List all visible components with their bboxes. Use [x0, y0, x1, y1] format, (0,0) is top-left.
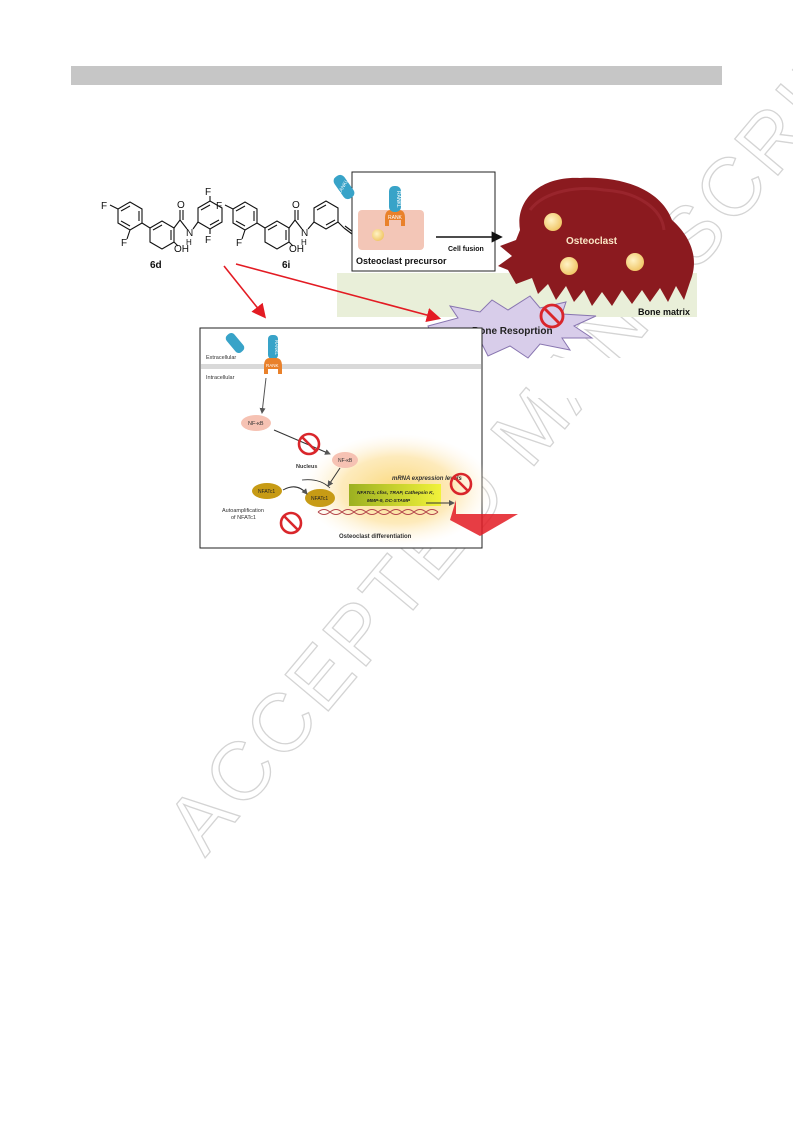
osteoclast-nucleus: [560, 257, 578, 275]
atom-label: O: [292, 200, 300, 211]
bone-matrix-label: Bone matrix: [638, 307, 690, 317]
rankl-label: RANKL: [395, 191, 401, 208]
rankl-label: RANKL: [274, 340, 279, 356]
osteoclast-nucleus: [626, 253, 644, 271]
cell-fusion-label: Cell fusion: [448, 246, 484, 253]
osteoclast-cell: Osteoclast: [498, 177, 694, 306]
autoamplification-label: Autoamplification: [222, 508, 264, 514]
atom-label: H: [186, 238, 192, 247]
nfkb-nuclear: [332, 452, 358, 468]
compound-6d-structure: [109, 196, 223, 250]
atom-label: N: [186, 228, 193, 239]
precursor-vesicle: [372, 229, 384, 241]
cell-membrane: [201, 364, 481, 369]
free-rankl-icon: [225, 332, 245, 354]
decrease-arrow: [450, 500, 518, 536]
atom-label: OH: [174, 244, 189, 255]
precursor-cell: [358, 210, 424, 250]
signaling-pathway-panel: Extracellular Intracellular RANKL RANK N…: [199, 327, 518, 549]
atom-label: N: [301, 228, 308, 239]
gene-list-line-2: MMP-9, DC-STAMP: [367, 498, 411, 504]
nfatc1-feedback-arrow: [301, 479, 331, 489]
nfatc1-cytoplasm: [252, 483, 282, 499]
atom-label: F: [216, 201, 222, 212]
rank-receptor-icon: [264, 358, 282, 374]
nfatc1-nuclear-label: NFATc1: [311, 496, 328, 502]
nfkb-translocation-arrow: [273, 429, 331, 455]
rank-label: RANK: [388, 215, 403, 221]
mrna-title: mRNA expression levels: [392, 476, 462, 482]
intracellular-label: Intracellular: [206, 375, 235, 381]
osteoclast-nucleus: [544, 213, 562, 231]
free-rankl-icon: [333, 174, 355, 200]
atom-label: OH: [289, 244, 304, 255]
rank-to-nfkb-arrow: [259, 377, 267, 414]
rank-receptor-icon: [385, 210, 405, 226]
nfkb-to-nfatc1-arrow: [327, 467, 341, 487]
atom-label: F: [205, 187, 211, 198]
nfkb-nuclear-label: NF-κB: [338, 458, 353, 464]
atom-label: F: [205, 235, 211, 246]
atom-label: F: [236, 238, 242, 249]
rankl-icon: [268, 335, 278, 359]
atom-label: F: [121, 238, 127, 249]
header-bar: [71, 66, 722, 85]
nfkb-cytoplasm: [241, 415, 271, 431]
osteoclast-label: Osteoclast: [566, 236, 618, 247]
osteoclast-precursor-panel: RANKL RANK RANKL Osteoclast precursor Ce…: [333, 171, 503, 272]
compound-6d-label: 6d: [150, 260, 162, 271]
nfatc1-label: NFATc1: [258, 489, 275, 495]
gene-expression-bar: [349, 484, 441, 506]
extracellular-label: Extracellular: [206, 355, 236, 361]
autoamplification-arrow: [282, 486, 308, 495]
bone-matrix-lower: [530, 358, 697, 398]
atom-label: O: [177, 200, 185, 211]
nfatc1-nuclear: [305, 489, 335, 507]
atom-label: F: [101, 201, 107, 212]
compound-6i-label: 6i: [282, 260, 291, 271]
precursor-title: Osteoclast precursor: [356, 256, 447, 266]
compound-6d-atoms: F F O N H OH F F: [101, 187, 211, 255]
compound-6i-structure: [224, 200, 354, 250]
nfkb-label: NF-κB: [248, 421, 264, 427]
nucleus-label: Nucleus: [296, 464, 317, 470]
differentiation-label: Osteoclast differentiation: [339, 534, 412, 540]
gene-list-line-1: NFATc1, cfos, TRAP, Cathepsin K,: [357, 490, 434, 496]
autoamplification-label-2: of NFATc1: [231, 515, 256, 521]
inhibition-arrow-to-resorption: [235, 263, 442, 323]
bone-resorption-label: Bone Resoprtion: [472, 326, 553, 337]
inhibition-arrow-to-pathway: [223, 265, 266, 319]
rank-label: RANK: [266, 363, 279, 368]
atom-label: H: [301, 238, 307, 247]
dna-helix: [317, 509, 439, 515]
rankl-on-rank-icon: [389, 186, 401, 212]
